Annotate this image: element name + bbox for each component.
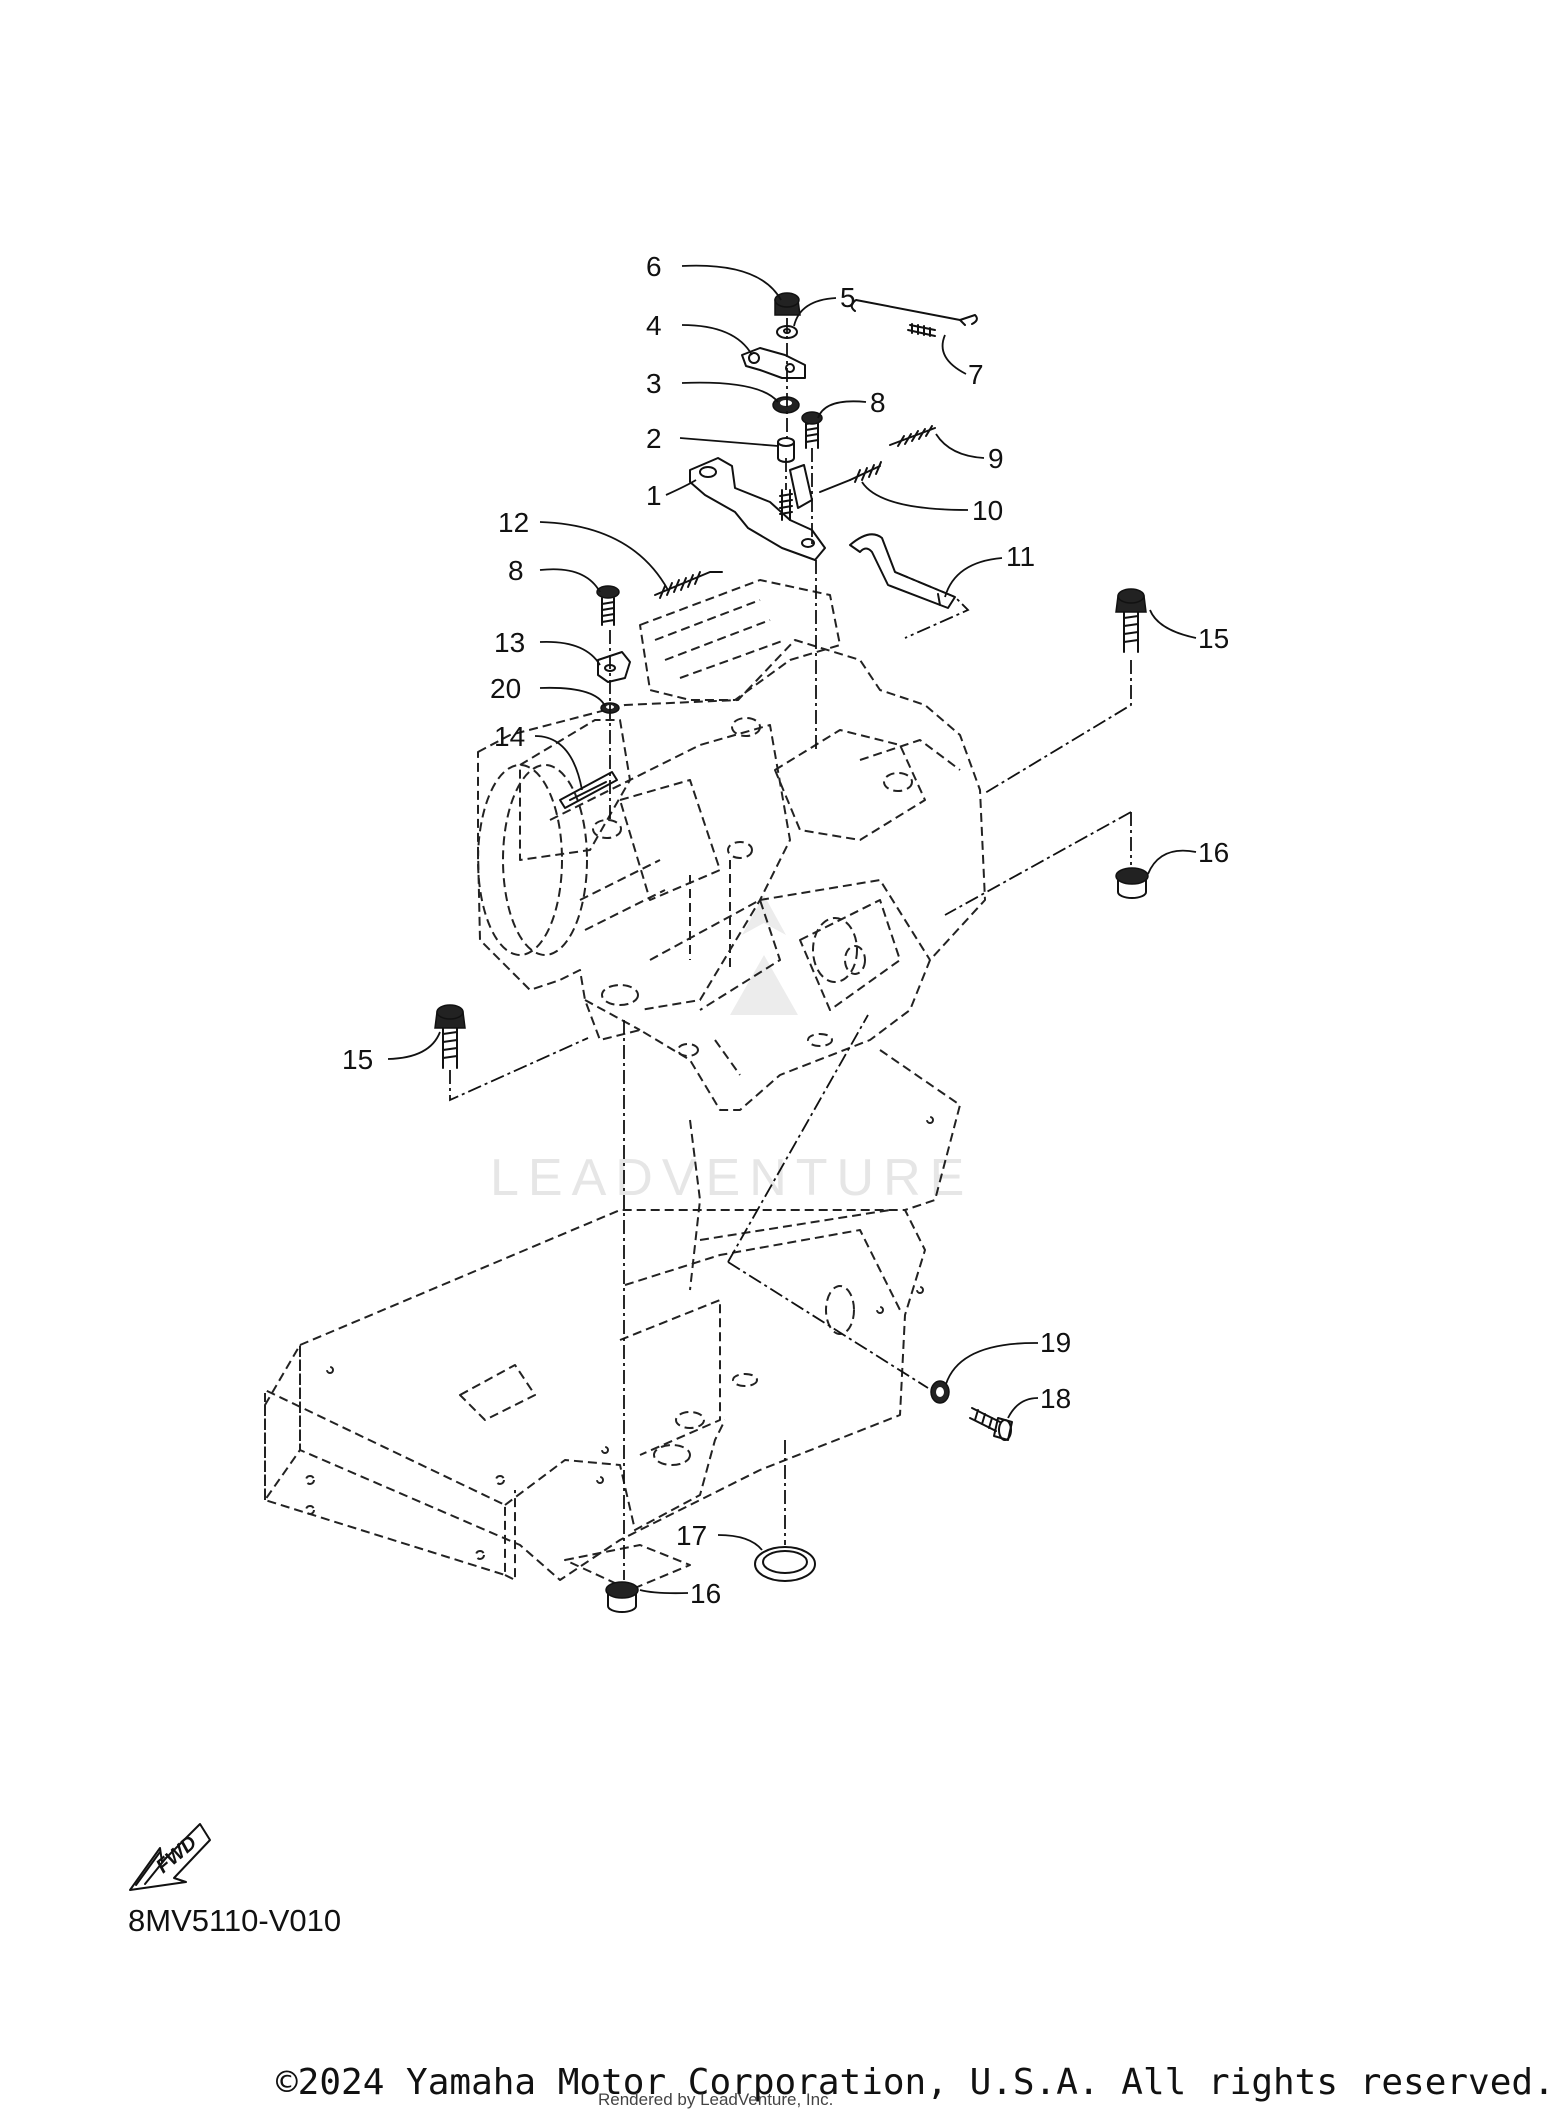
callout-15: 15 [1198, 623, 1229, 654]
exploded-parts-diagram: LEADVENTURE [129, 251, 1229, 1891]
part-7-wire-rod [850, 299, 978, 337]
callout-15-second: 15 [342, 1044, 373, 1075]
part-11-hose [849, 533, 956, 609]
part-16-mount-second [605, 1581, 639, 1613]
callout-11: 11 [1006, 541, 1035, 572]
callout-6: 6 [646, 251, 662, 282]
part-15-bolt-second [434, 1004, 466, 1069]
part-13-plate [597, 651, 631, 683]
callout-leaders [387, 264, 1197, 1595]
engine-block-outline [477, 579, 986, 1111]
callout-2: 2 [646, 423, 662, 454]
part-12-spring [654, 571, 723, 599]
callout-20: 20 [490, 673, 521, 704]
fwd-direction-arrow: FWD [129, 1823, 211, 1891]
callout-14: 14 [494, 721, 525, 752]
callout-19: 19 [1040, 1327, 1071, 1358]
callout-labels: 6 5 4 7 3 8 2 9 1 10 12 11 8 15 13 20 14… [342, 251, 1229, 1609]
callout-9: 9 [988, 443, 1004, 474]
callout-16: 16 [1198, 837, 1229, 868]
callout-12: 12 [498, 507, 529, 538]
frame-mount-holes [305, 1116, 934, 1560]
watermark-text: LEADVENTURE [490, 1149, 973, 1207]
part-18-bolt [969, 1407, 1013, 1441]
part-9-spring [889, 425, 936, 447]
callout-10: 10 [972, 495, 1003, 526]
callout-18: 18 [1040, 1383, 1071, 1414]
callout-8: 8 [870, 387, 886, 418]
callout-3: 3 [646, 368, 662, 399]
rendered-by-note: Rendered by LeadVenture, Inc. [598, 2090, 834, 2109]
callout-1: 1 [646, 480, 662, 511]
assembly-center-lines [449, 318, 1132, 1580]
part-8-bolt [801, 411, 823, 449]
callout-16-second: 16 [690, 1578, 721, 1609]
part-15-bolt [1115, 588, 1147, 653]
callout-13: 13 [494, 627, 525, 658]
leadventure-watermark: LEADVENTURE [490, 895, 973, 1207]
part-1-bracket [689, 457, 826, 561]
diagram-code: 8MV5110-V010 [128, 1903, 342, 1938]
frame-outline [264, 1049, 961, 1591]
part-4-lever [741, 347, 806, 379]
callout-4: 4 [646, 310, 662, 341]
part-6-nut [774, 292, 801, 316]
part-16-mount [1115, 867, 1149, 899]
callout-17: 17 [676, 1520, 707, 1551]
part-8-bolt-second [596, 585, 620, 626]
copyright-notice: ©2024 Yamaha Motor Corporation, U.S.A. A… [276, 2062, 1555, 2103]
part-10-spring [819, 461, 882, 493]
callout-7: 7 [968, 359, 984, 390]
part-19-washer [930, 1380, 950, 1404]
callout-5: 5 [840, 282, 856, 313]
part-14-strap [559, 771, 618, 809]
fwd-label: FWD [152, 1832, 201, 1878]
part-3-spacer [772, 396, 800, 414]
part-17-grommet [754, 1546, 816, 1582]
callout-8-second: 8 [508, 555, 524, 586]
